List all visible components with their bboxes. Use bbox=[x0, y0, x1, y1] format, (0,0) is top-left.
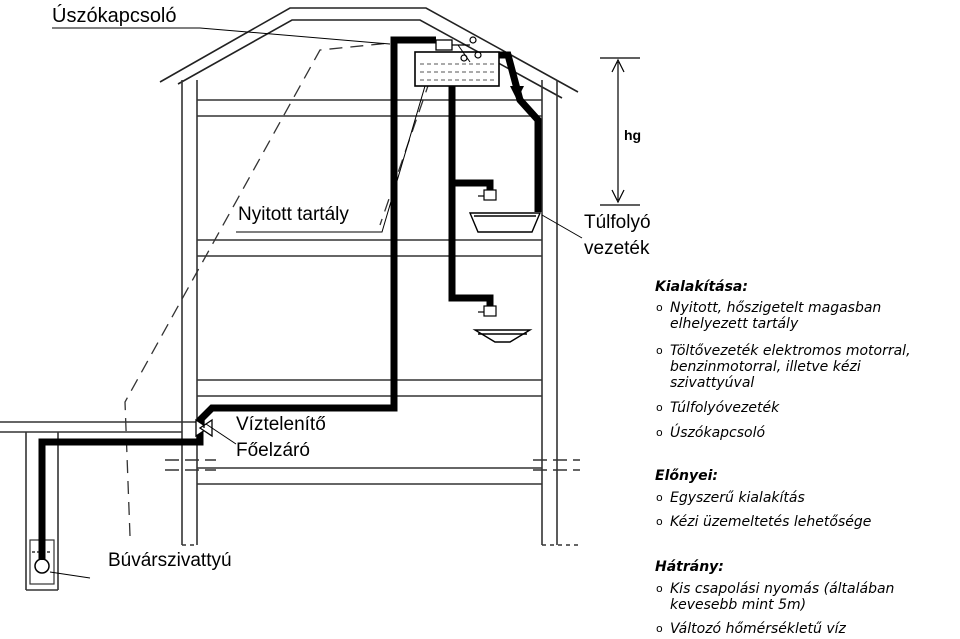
tap-lower bbox=[478, 305, 497, 317]
label-main-shutoff: Főelzáró bbox=[236, 440, 310, 461]
design-item-4: Úszókapcsoló bbox=[656, 425, 765, 441]
advantage-item-2: Kézi üzemeltetés lehetősége bbox=[656, 514, 871, 530]
advantage-item-1: Egyszerű kialakítás bbox=[656, 490, 805, 506]
design-item-2-line-1: Töltővezeték elektromos motorral, bbox=[656, 343, 911, 359]
pipes bbox=[38, 36, 542, 560]
open-tank bbox=[414, 36, 500, 87]
building-frame bbox=[165, 80, 580, 546]
design-heading: Kialakítása: bbox=[655, 279, 748, 295]
basin-upper bbox=[468, 212, 542, 233]
design-item-2-line-2: benzinmotorral, illetve kézi bbox=[670, 359, 861, 375]
label-submersible-pump: Búvárszivattyú bbox=[108, 550, 232, 571]
disadvantage-item-2: Változó hőmérsékletű víz bbox=[656, 621, 846, 637]
leader-lines bbox=[49, 27, 583, 579]
design-item-2-line-3: szivattyúval bbox=[670, 375, 755, 391]
disadvantage-item-1-line-2: kevesebb mint 5m) bbox=[670, 597, 807, 613]
label-open-tank: Nyitott tartály bbox=[238, 204, 349, 225]
design-item-1-line-2: elhelyezett tartály bbox=[670, 316, 799, 332]
label-drain: Víztelenítő bbox=[236, 414, 326, 435]
label-overflow-1: Túlfolyó bbox=[584, 212, 651, 233]
basin-lower bbox=[472, 329, 533, 343]
disadvantage-item-1-line-1: Kis csapolási nyomás (általában bbox=[656, 581, 894, 597]
disadvantage-heading: Hátrány: bbox=[655, 559, 724, 575]
advantages-heading: Előnyei: bbox=[655, 468, 718, 484]
label-float-switch: Úszókapcsoló bbox=[52, 5, 177, 27]
dashed-lines bbox=[124, 39, 431, 537]
tap-upper bbox=[478, 189, 497, 201]
label-overflow-2: vezeték bbox=[584, 238, 650, 259]
design-item-1-line-1: Nyitott, hőszigetelt magasban bbox=[656, 300, 881, 316]
design-item-3: Túlfolyóvezeték bbox=[656, 400, 779, 416]
label-height-hg: hg bbox=[624, 127, 642, 143]
overflow-arrow bbox=[510, 86, 524, 100]
height-dimension bbox=[600, 57, 640, 206]
